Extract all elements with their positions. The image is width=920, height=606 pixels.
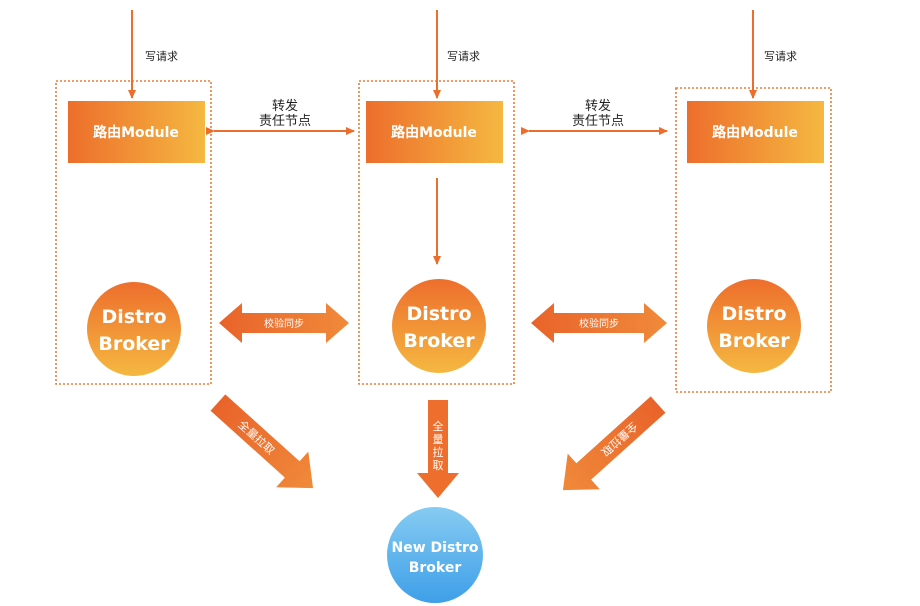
forward-label-1-line1: 转发 [272,98,298,114]
full-pull-arrow-right: 全量拉取 [562,396,666,491]
node-container-1 [55,80,212,385]
full-pull-char-4: 取 [433,459,444,472]
route-module-label-3: 路由Module [712,124,798,141]
sync-arrow-2 [531,303,667,343]
forward-label-2-line1: 转发 [585,98,611,114]
new-broker-line1: New Distro [392,540,479,556]
write-request-label-3: 写请求 [764,50,797,63]
write-request-label-1: 写请求 [145,50,178,63]
sync-label-2: 校验同步 [579,317,619,330]
write-request-label-2: 写请求 [447,50,480,63]
new-broker-line2: Broker [409,560,462,576]
distro-broker-2 [392,279,486,373]
distro-broker-3-line2: Broker [718,330,790,352]
route-module-1 [68,101,205,163]
new-distro-broker [387,507,483,603]
sync-arrow-1 [219,303,349,343]
distro-broker-2-line1: Distro [406,303,471,325]
distro-broker-3-line1: Distro [721,303,786,325]
route-module-label-2: 路由Module [391,124,477,141]
distro-broker-1 [87,282,181,376]
full-pull-char-1: 全 [433,419,444,433]
full-pull-arrow-left: 全量拉取 [210,394,314,489]
distro-broker-1-line1: Distro [101,306,166,328]
forward-label-2-line2: 责任节点 [572,114,624,129]
route-module-label-1: 路由Module [93,124,179,141]
distro-broker-2-line2: Broker [403,330,475,352]
full-pull-char-2: 量 [433,433,444,446]
forward-label-1-line2: 责任节点 [259,114,311,129]
distro-broker-3 [707,279,801,373]
distro-broker-1-line2: Broker [98,333,170,355]
full-pull-char-3: 拉 [433,445,444,459]
sync-label-1: 校验同步 [264,317,304,330]
full-pull-arrow-middle: 全 量 拉 取 [417,400,459,498]
route-module-2 [366,101,503,163]
route-module-3 [687,101,824,163]
